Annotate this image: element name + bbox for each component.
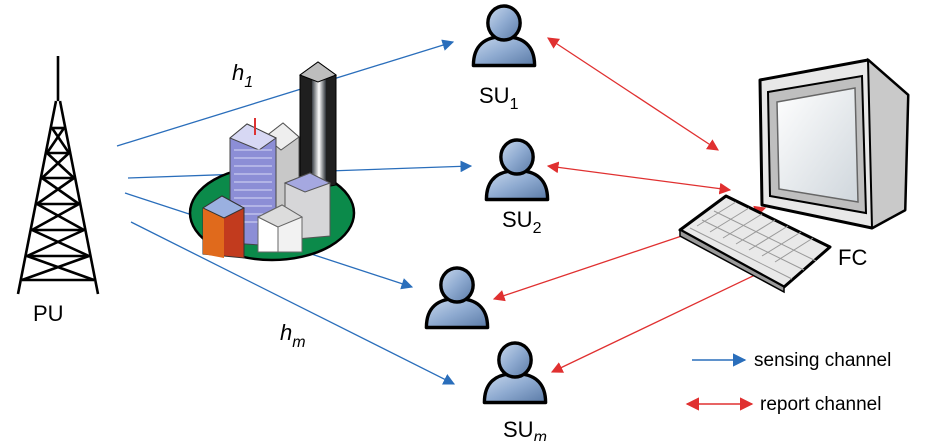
radio-tower-icon [16, 56, 100, 295]
su1-label: SU1 [479, 83, 519, 113]
su2-label: SU2 [502, 207, 542, 237]
user-icon-su1 [471, 4, 537, 68]
user-icon-su3 [424, 266, 490, 330]
desktop-computer-icon [678, 57, 910, 294]
pu-label: PU [33, 301, 64, 326]
legend: sensing channel report channel [685, 350, 891, 415]
legend-report-label: report channel [760, 394, 881, 415]
city-buildings-icon [188, 61, 356, 262]
user-icon-su2 [484, 138, 550, 202]
hm-label: hm [280, 320, 306, 351]
fc-label: FC [838, 245, 867, 270]
h1-label: h1 [232, 60, 253, 91]
user-icon-sum [482, 341, 548, 405]
sum-label: SUm [503, 417, 547, 441]
legend-sensing-label: sensing channel [754, 350, 891, 371]
